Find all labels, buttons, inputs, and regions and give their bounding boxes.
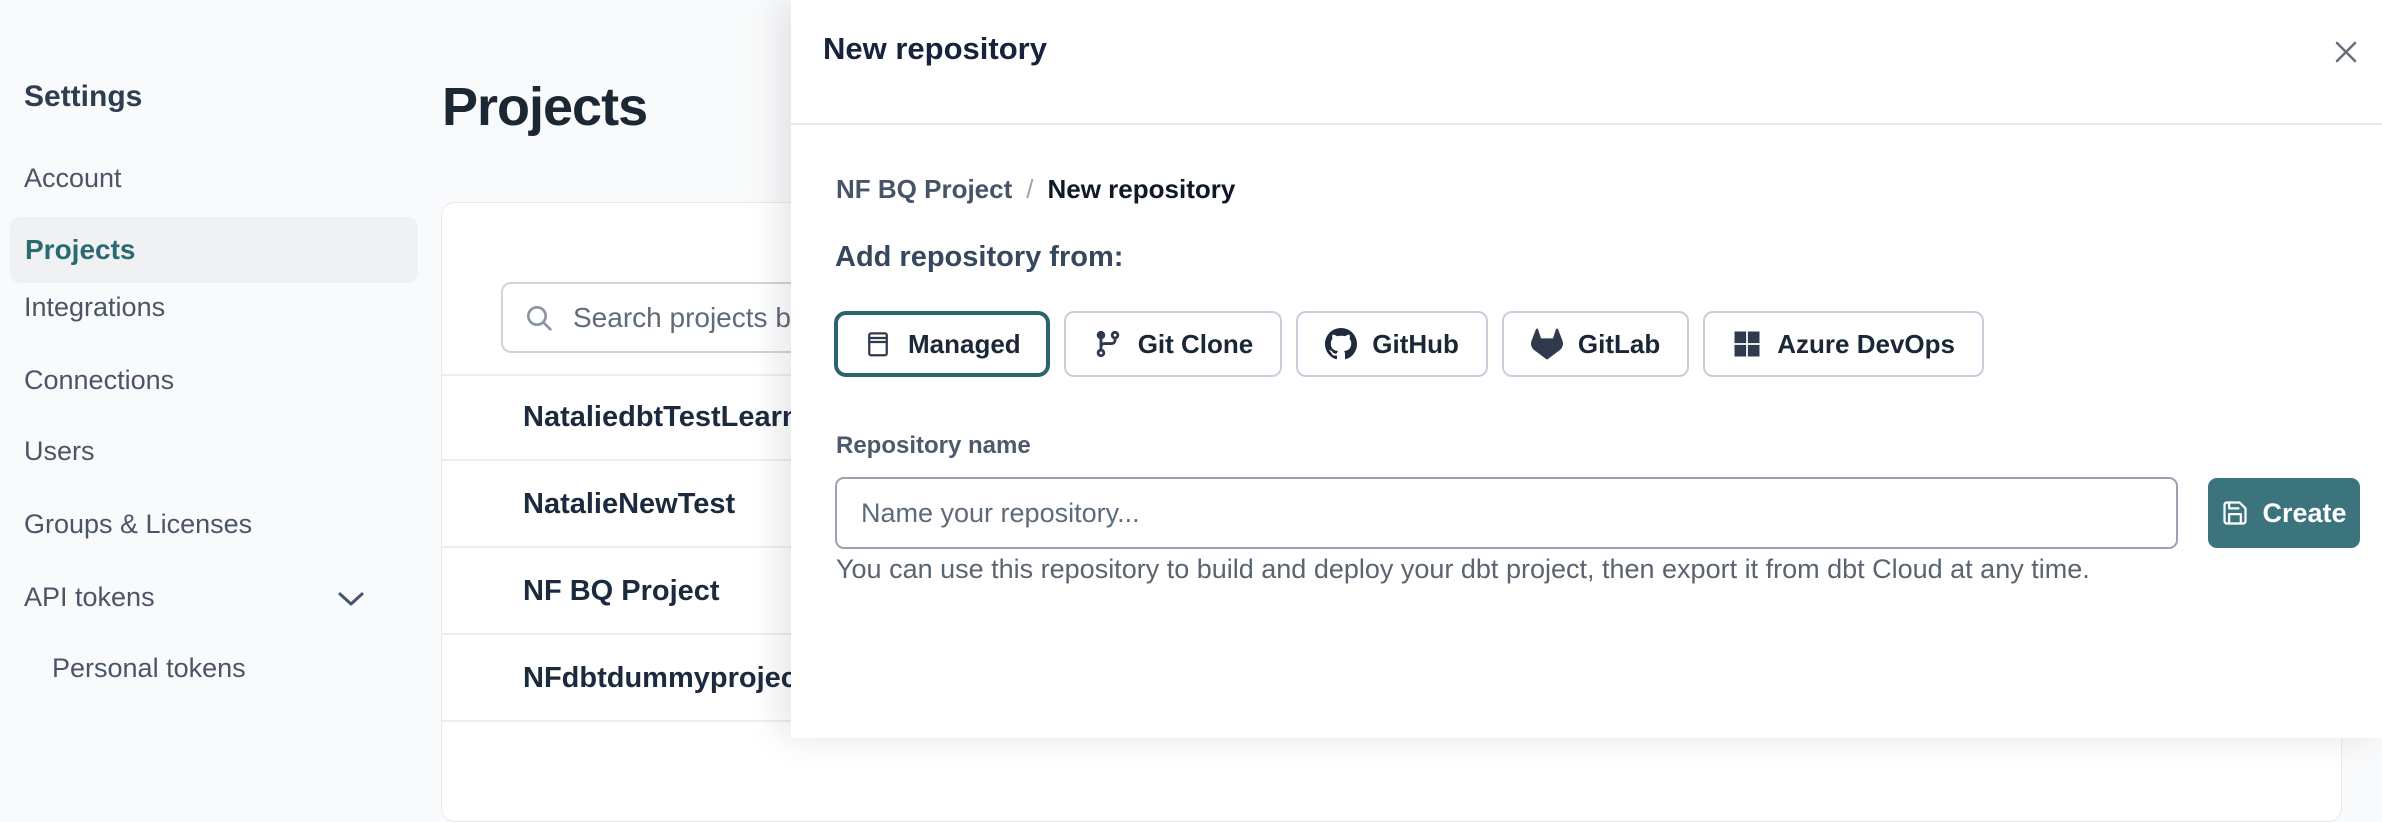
repo-icon — [868, 332, 888, 357]
source-gitlab-button[interactable]: GitLab — [1501, 311, 1690, 377]
project-name: NFdbtdummyproject — [523, 662, 807, 694]
create-button[interactable]: Create — [2208, 478, 2360, 548]
repository-name-label: Repository name — [836, 432, 1031, 459]
git-branch-icon — [1096, 330, 1119, 358]
project-name: NatalieNewTest — [523, 488, 736, 520]
gitlab-icon — [1530, 328, 1563, 360]
source-label: GitHub — [1372, 328, 1459, 359]
search-icon — [527, 305, 552, 331]
chevron-down-icon[interactable] — [336, 588, 366, 615]
add-repository-heading: Add repository from: — [835, 241, 1124, 273]
page-title: Projects — [442, 77, 648, 137]
source-label: Managed — [908, 328, 1021, 359]
source-label: Azure DevOps — [1777, 328, 1955, 359]
modal-title: New repository — [823, 31, 1047, 66]
breadcrumb-current: New repository — [1047, 174, 1236, 204]
source-label: Git Clone — [1137, 328, 1254, 359]
source-azure-devops-button[interactable]: Azure DevOps — [1703, 311, 1984, 377]
github-icon — [1325, 328, 1358, 360]
new-repository-modal: New repository NF BQ Project / New reposit… — [791, 0, 2382, 738]
sidebar-item-users[interactable]: Users — [24, 436, 95, 466]
source-managed-button[interactable]: Managed — [834, 311, 1050, 377]
create-button-label: Create — [2262, 497, 2347, 528]
close-button[interactable] — [2326, 32, 2366, 72]
project-name: NataliedbtTestLearn T — [523, 401, 826, 433]
azure-devops-icon — [1734, 331, 1760, 357]
sidebar-item-connections[interactable]: Connections — [24, 365, 175, 395]
sidebar-item-projects[interactable]: Projects — [10, 217, 418, 283]
repository-helper-text: You can use this repository to build and… — [836, 554, 2090, 584]
sidebar-item-api-tokens[interactable]: API tokens — [24, 582, 155, 612]
source-git-clone-button[interactable]: Git Clone — [1063, 311, 1283, 377]
sidebar-item-integrations[interactable]: Integrations — [24, 292, 166, 322]
sidebar-item-account[interactable]: Account — [24, 163, 122, 193]
settings-sidebar: Settings Account Projects Integrations C… — [0, 0, 440, 738]
breadcrumb-separator: / — [1026, 174, 1034, 204]
modal-header: New repository — [791, 0, 2382, 125]
repository-name-input[interactable] — [835, 477, 2178, 549]
source-github-button[interactable]: GitHub — [1296, 311, 1488, 377]
sidebar-item-projects-label: Projects — [25, 234, 136, 265]
sidebar-item-personal-tokens[interactable]: Personal tokens — [52, 653, 246, 683]
close-icon — [2335, 41, 2357, 63]
breadcrumb: NF BQ Project / New repository — [836, 174, 1235, 205]
source-label: GitLab — [1577, 328, 1661, 359]
repository-source-options: Managed Git Clone GitHub GitLab — [834, 311, 1984, 377]
project-name: NF BQ Project — [523, 575, 720, 607]
save-icon — [2223, 501, 2248, 525]
breadcrumb-project[interactable]: NF BQ Project — [836, 174, 1013, 204]
sidebar-item-groups-licenses[interactable]: Groups & Licenses — [24, 509, 253, 539]
sidebar-title: Settings — [24, 80, 143, 113]
